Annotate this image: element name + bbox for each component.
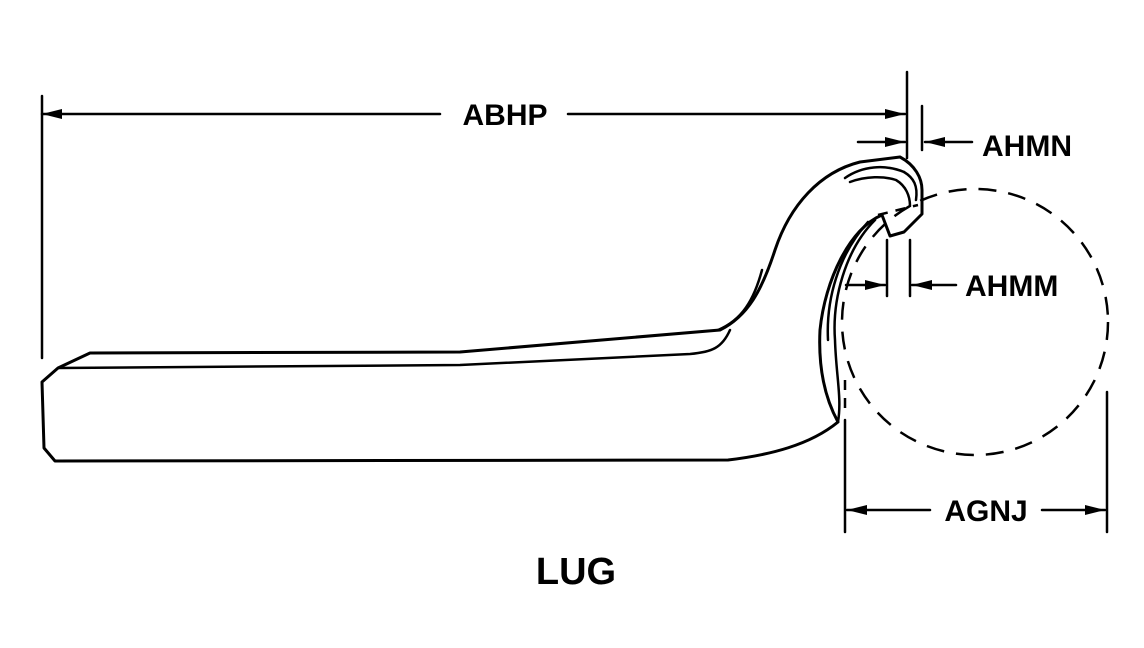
diagram-caption: LUG [536,551,616,593]
dimension-ahmn: AHMN [856,104,1072,163]
nut-outline-dashed [840,187,1110,457]
dimension-label-abhp: ABHP [462,99,547,132]
dimension-ahmm: AHMM [844,238,1058,303]
dimension-abhp: ABHP [40,70,909,360]
dimension-label-ahmm: AHMM [965,270,1058,303]
dimension-label-ahmn: AHMN [982,130,1072,163]
dimension-agnj: AGNJ [843,390,1109,534]
dimension-label-agnj: AGNJ [944,495,1027,528]
lug-hidden-line [877,203,919,217]
wrench-body [40,155,924,463]
